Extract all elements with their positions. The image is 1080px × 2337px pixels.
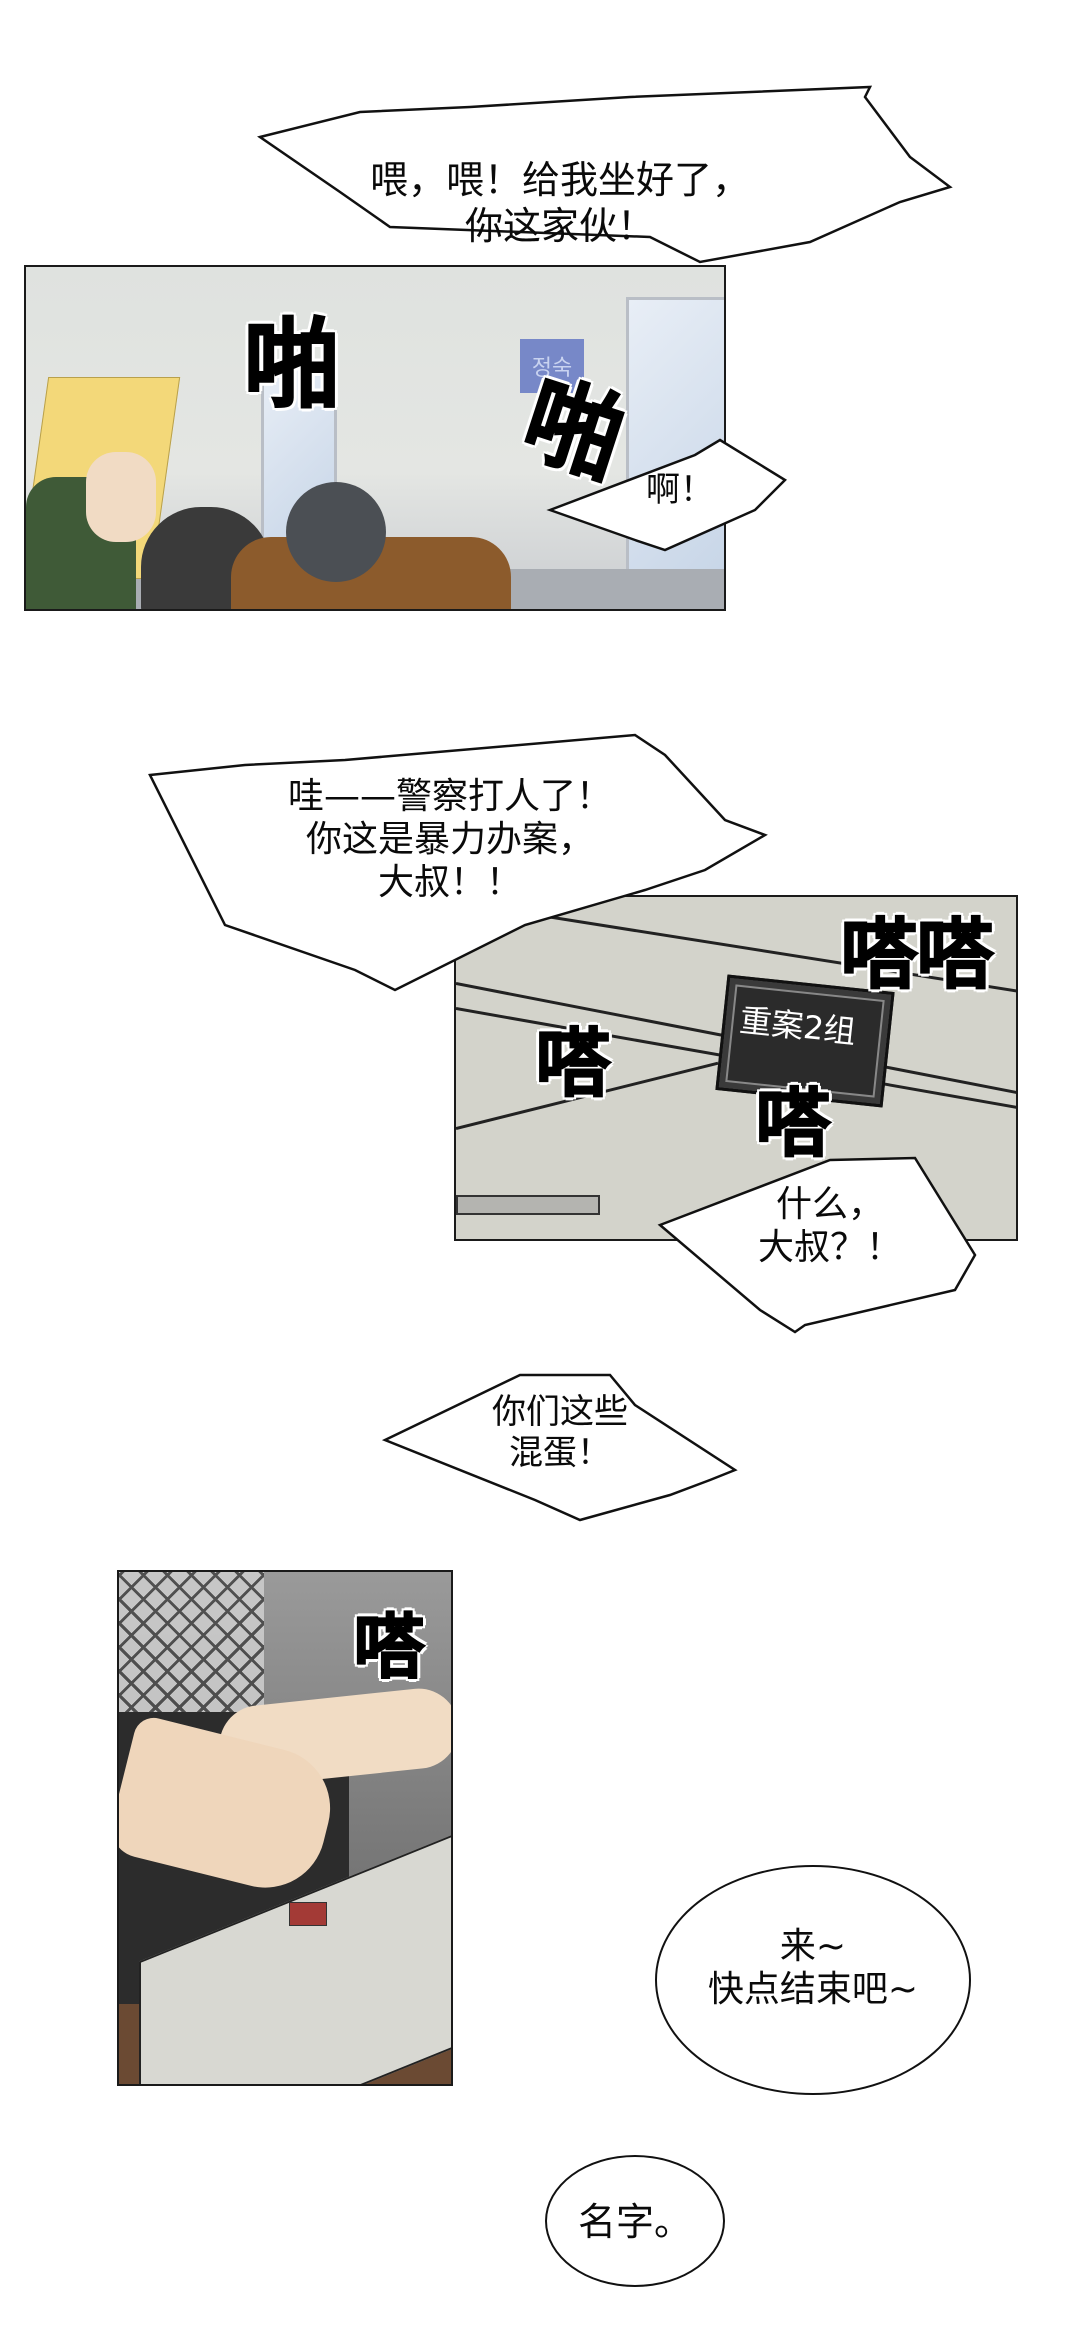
red-key-art xyxy=(289,1902,327,1926)
bubble-3-text: 哇——警察打人了！ 你这是暴力办案， 大叔！！ xyxy=(287,776,612,904)
sfx-tap-3: 嗒 xyxy=(755,1081,831,1167)
bubble-5-text: 你们这些 混蛋！ xyxy=(492,1392,628,1473)
speech-bubble-7 xyxy=(545,2155,725,2287)
quiet-sign: 정숙 xyxy=(520,339,584,393)
speech-bubble-6 xyxy=(655,1865,971,2095)
speech-bubble-1 xyxy=(257,85,953,264)
plaque-text: 重案2组 xyxy=(737,1001,858,1052)
speech-bubble-3 xyxy=(148,733,768,992)
speech-bubble-2 xyxy=(546,438,788,552)
sign-text: 정숙 xyxy=(531,356,573,381)
comic-panel-3: 嗒 xyxy=(117,1570,453,2086)
speech-bubble-4 xyxy=(657,1156,977,1334)
mesh-background-art xyxy=(119,1572,264,1717)
bubble-6-text: 来~ 快点结束吧~ xyxy=(707,1926,919,2011)
bubble-7-text: 名字。 xyxy=(577,2200,692,2244)
sfx-tap-2: 嗒 xyxy=(535,1021,611,1107)
bubble-2-text: 啊！ xyxy=(646,470,714,510)
speech-bubble-5 xyxy=(381,1373,738,1522)
sfx-tap-1: 嗒嗒 xyxy=(840,910,994,999)
bubble-4-text: 什么， 大叔？！ xyxy=(757,1184,902,1269)
gray-hair-character-art xyxy=(286,482,386,582)
hand-art xyxy=(86,452,156,542)
sfx-type: 嗒 xyxy=(353,1606,425,1688)
light-fixture-art xyxy=(456,1195,600,1215)
bubble-1-text: 喂，喂！给我坐好了， 你这家伙！ xyxy=(369,158,750,248)
sfx-slap-1: 啪 xyxy=(243,309,341,421)
